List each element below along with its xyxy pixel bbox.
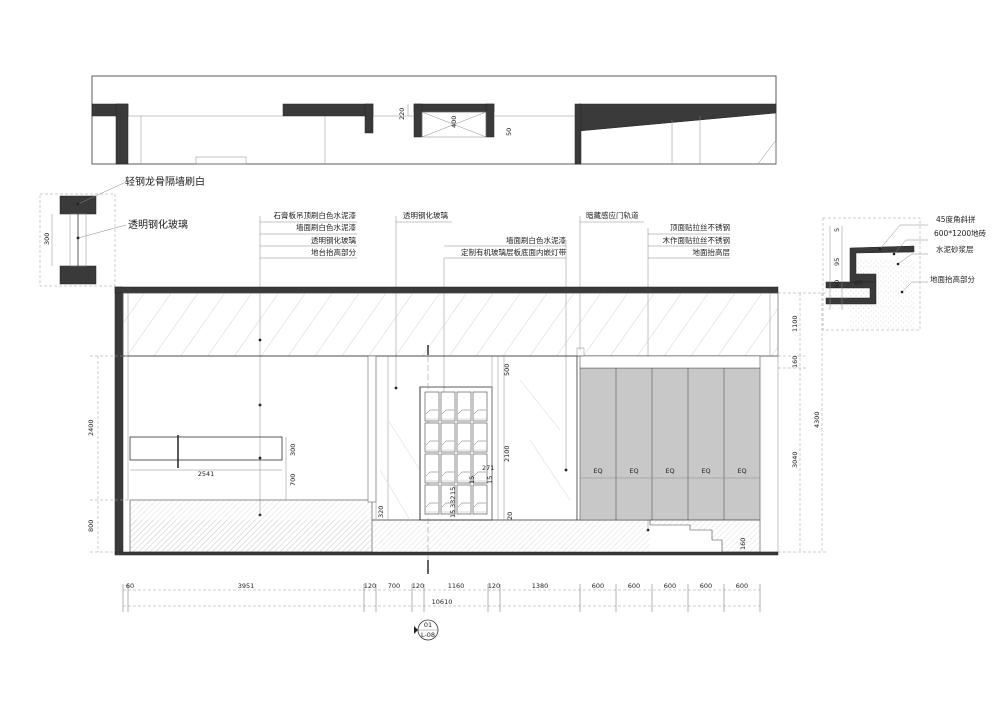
right-detail-dim-5: 5 bbox=[833, 228, 841, 232]
dim-15c: 15 bbox=[449, 487, 457, 495]
bottom-dim: 1160 bbox=[448, 582, 465, 590]
callout-wall-paint: 墙面刷白色水泥漆 bbox=[296, 222, 356, 232]
dim-271: 271 bbox=[482, 464, 494, 472]
right-detail: 5 95 60 60 45度角斜拼 600*1200地砖 水泥砂浆层 地面抬高部… bbox=[822, 214, 987, 331]
right-dimensions: 1100 160 3040 4300 bbox=[778, 292, 828, 553]
eq-label: EQ bbox=[737, 467, 746, 475]
cabinet-cell bbox=[472, 453, 488, 484]
eq-label: EQ bbox=[665, 467, 674, 475]
plan-dim-50: 50 bbox=[505, 128, 513, 136]
callout-glass-2: 透明钢化玻璃 bbox=[403, 210, 448, 220]
bottom-dim: 3951 bbox=[238, 582, 255, 590]
dim-15d: 15 bbox=[449, 510, 457, 518]
section-mark-top: 01 bbox=[424, 621, 432, 629]
eq-panels bbox=[580, 368, 760, 520]
dim-15a: 15 bbox=[468, 476, 476, 484]
bottom-dim: 600 bbox=[664, 582, 676, 590]
bottom-dim: 60 bbox=[126, 582, 134, 590]
dim-4300: 4300 bbox=[813, 411, 821, 428]
eq-label: EQ bbox=[629, 467, 638, 475]
callout-ceiling-steel: 顶面贴拉丝不锈钢 bbox=[670, 222, 730, 232]
cabinet-cell bbox=[456, 422, 472, 453]
bottom-dim: 600 bbox=[700, 582, 712, 590]
dim-20: 20 bbox=[506, 512, 514, 520]
cabinet-cell bbox=[424, 422, 440, 453]
callout-floor-raise: 地面抬高层 bbox=[693, 247, 731, 257]
plan-dim-400: 400 bbox=[450, 116, 458, 128]
callout-wood-steel: 木作面贴拉丝不锈钢 bbox=[663, 235, 731, 245]
callout-door-track: 暗藏感应门轨道 bbox=[586, 210, 639, 220]
dim-2400: 2400 bbox=[87, 419, 95, 436]
cabinet-cell bbox=[440, 422, 456, 453]
dim-15b: 15 bbox=[486, 476, 494, 484]
dim-800: 800 bbox=[87, 520, 95, 532]
bottom-dim: 600 bbox=[736, 582, 748, 590]
eq-labels: EQ EQ EQ EQ EQ bbox=[593, 467, 746, 475]
callout-glass: 透明钢化玻璃 bbox=[311, 235, 356, 245]
left-detail: 轻钢龙骨隔墙刷白 透明钢化玻璃 300 bbox=[39, 175, 205, 287]
dim-160b: 160 bbox=[739, 538, 747, 550]
bottom-dim: 120 bbox=[488, 582, 500, 590]
bottom-dim: 120 bbox=[364, 582, 376, 590]
dim-320: 320 bbox=[377, 506, 385, 518]
left-detail-dim-300: 300 bbox=[43, 233, 51, 245]
dim-2100: 2100 bbox=[503, 445, 511, 462]
callout-ceiling: 石膏板吊顶刷白色水泥漆 bbox=[274, 210, 357, 220]
dim-300: 300 bbox=[289, 444, 297, 456]
right-detail-dim-95: 95 bbox=[833, 258, 841, 266]
section-mark: 01 L-08 bbox=[414, 619, 439, 641]
cabinet-cell bbox=[440, 484, 456, 515]
left-detail-glass-label: 透明钢化玻璃 bbox=[128, 218, 188, 231]
dim-500: 500 bbox=[503, 364, 511, 376]
eq-label: EQ bbox=[593, 467, 602, 475]
right-detail-label-2: 600*1200地砖 bbox=[934, 228, 987, 238]
cabinet-cell bbox=[456, 453, 472, 484]
right-detail-dim-60a: 60 bbox=[833, 280, 841, 288]
bottom-dim: 120 bbox=[412, 582, 424, 590]
cabinet-cell bbox=[456, 484, 472, 515]
dim-3040: 3040 bbox=[791, 451, 799, 468]
section-mark-bottom: L-08 bbox=[421, 631, 435, 639]
glass-cabinet bbox=[424, 391, 488, 515]
callouts: 石膏板吊顶刷白色水泥漆 墙面刷白色水泥漆 透明钢化玻璃 地台抬高部分 透明钢化玻… bbox=[258, 210, 731, 532]
cabinet-cell bbox=[472, 391, 488, 422]
right-detail-label-4: 地面抬高部分 bbox=[930, 274, 975, 284]
right-detail-dim-60b: 60 bbox=[854, 279, 862, 287]
dim-2541: 2541 bbox=[198, 470, 215, 478]
bottom-dim: 1380 bbox=[532, 582, 549, 590]
total-dim: 10610 bbox=[432, 598, 453, 606]
dim-332: 332 bbox=[449, 496, 457, 508]
top-plan: 220 400 50 bbox=[91, 75, 777, 165]
bottom-dimensions: 60 3951 120 700 120 1160 120 1380 600 60… bbox=[122, 582, 761, 612]
inner-dimensions: 2541 300 700 320 500 2100 271 15 15 332 … bbox=[130, 356, 747, 550]
cabinet-cell bbox=[440, 453, 456, 484]
eq-label: EQ bbox=[701, 467, 710, 475]
cabinet-cell bbox=[456, 391, 472, 422]
bottom-dim: 600 bbox=[628, 582, 640, 590]
dim-700: 700 bbox=[289, 474, 297, 486]
callout-led-shelf: 定制有机玻璃层板底面内嵌灯带 bbox=[461, 247, 566, 257]
callout-platform: 地台抬高部分 bbox=[311, 247, 356, 257]
bottom-dim: 600 bbox=[592, 582, 604, 590]
cabinet-cell bbox=[424, 391, 440, 422]
cabinet-cell bbox=[424, 484, 440, 515]
cabinet-cell bbox=[424, 453, 440, 484]
right-detail-label-1: 45度角斜拼 bbox=[936, 214, 976, 224]
right-detail-label-3: 水泥砂浆层 bbox=[936, 244, 974, 254]
plan-dim-220: 220 bbox=[398, 108, 406, 120]
callout-wall-paint-2: 墙面刷白色水泥漆 bbox=[506, 235, 566, 245]
left-dimensions: 2400 800 bbox=[87, 355, 128, 553]
main-elevation bbox=[114, 286, 779, 574]
dim-1100: 1100 bbox=[791, 315, 799, 332]
cabinet-cell bbox=[472, 422, 488, 453]
cabinet-cell bbox=[440, 391, 456, 422]
left-detail-title: 轻钢龙骨隔墙刷白 bbox=[125, 175, 205, 188]
dim-160: 160 bbox=[791, 356, 799, 368]
bottom-dim: 700 bbox=[388, 582, 400, 590]
cabinet-cell bbox=[472, 484, 488, 515]
